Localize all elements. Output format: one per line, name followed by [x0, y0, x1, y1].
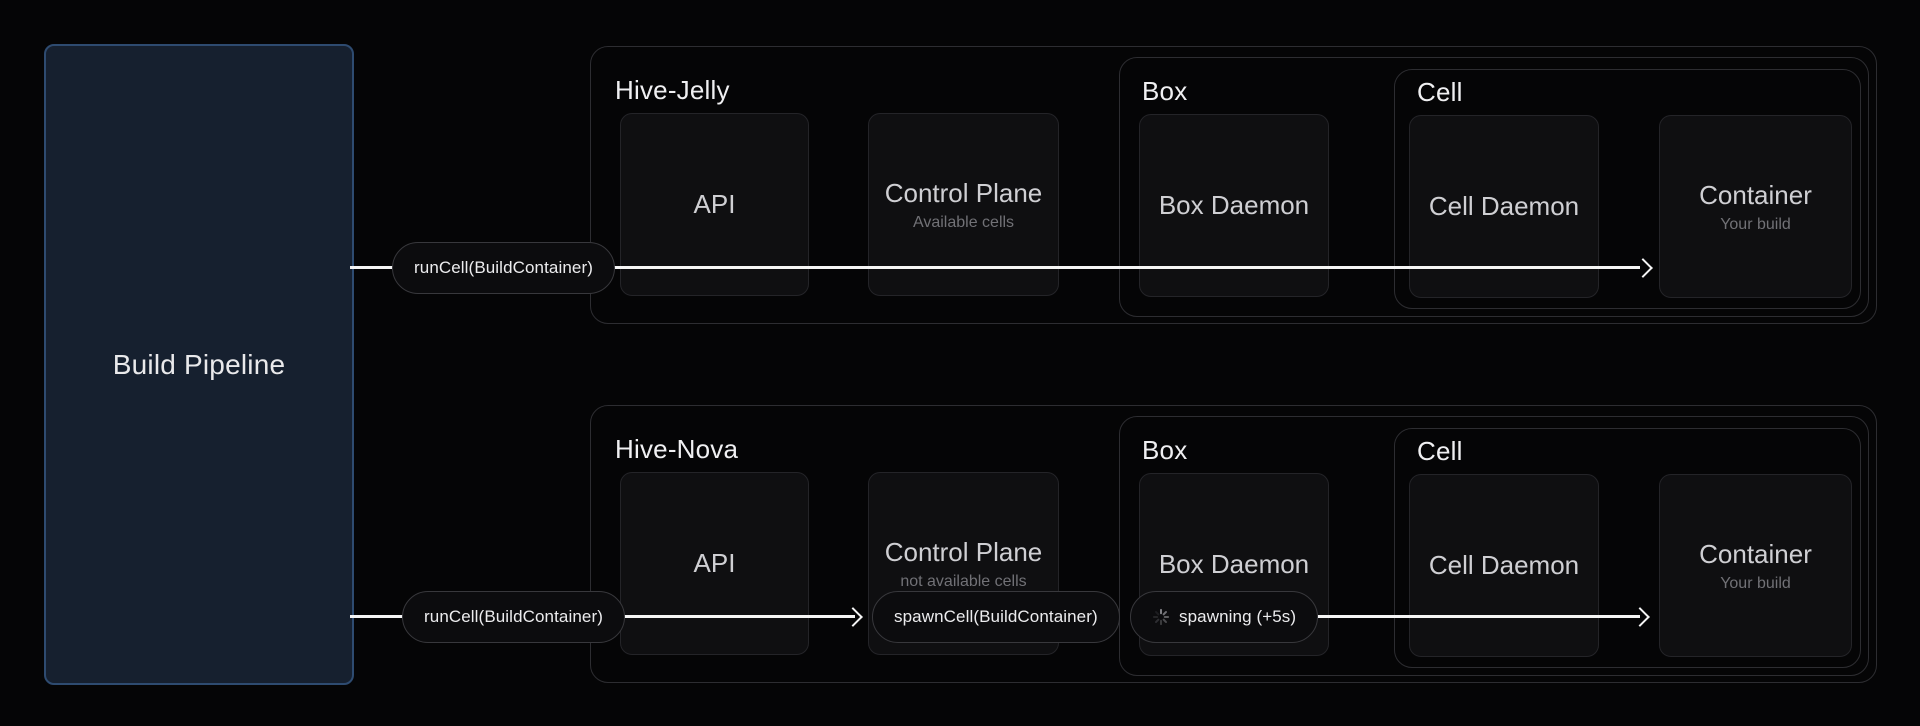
container-label: Container	[1699, 538, 1812, 569]
container-subtitle: Your build	[1720, 575, 1791, 593]
pill-label: runCell(BuildContainer)	[424, 607, 603, 626]
flow-line	[1318, 615, 1640, 618]
pill-label: spawnCell(BuildContainer)	[894, 607, 1098, 626]
api-node: API	[620, 113, 809, 296]
hive-jelly-title: Hive-Jelly	[615, 75, 730, 105]
control-plane-label: Control Plane	[884, 536, 1043, 567]
pill-spawning: spawning (+5s)	[1130, 591, 1319, 643]
pill-label: runCell(BuildContainer)	[414, 258, 593, 277]
box-group-title: Box	[1142, 435, 1188, 465]
cell-daemon-node: Cell Daemon	[1409, 474, 1599, 657]
control-plane-subtitle: not available cells	[900, 573, 1027, 591]
cell-daemon-node: Cell Daemon	[1409, 115, 1599, 298]
box-group: Box Box Daemon Cell Cell Daemon Containe…	[1119, 57, 1869, 317]
box-daemon-node: Box Daemon	[1139, 114, 1329, 297]
container-label: Container	[1699, 179, 1812, 210]
cell-group-title: Cell	[1417, 436, 1463, 466]
cell-daemon-label: Cell Daemon	[1428, 549, 1580, 580]
pill-runcell: runCell(BuildContainer)	[402, 591, 625, 643]
cell-group: Cell Cell Daemon Container Your build	[1394, 428, 1861, 668]
container-subtitle: Your build	[1720, 216, 1791, 234]
container-node: Container Your build	[1659, 115, 1852, 298]
box-daemon-label: Box Daemon	[1158, 189, 1310, 220]
api-label: API	[693, 188, 736, 219]
pill-label: spawning (+5s)	[1179, 607, 1297, 626]
cell-group: Cell Cell Daemon Container Your build	[1394, 69, 1861, 309]
box-daemon-label: Box Daemon	[1158, 548, 1310, 579]
build-pipeline-node: Build Pipeline	[44, 44, 354, 685]
box-group-title: Box	[1142, 76, 1188, 106]
cell-group-title: Cell	[1417, 77, 1463, 107]
box-group: Box Box Daemon Cell Cell Daemon Containe…	[1119, 416, 1869, 676]
cell-daemon-label: Cell Daemon	[1428, 190, 1580, 221]
control-plane-subtitle: Available cells	[912, 214, 1015, 232]
build-pipeline-label: Build Pipeline	[112, 348, 286, 380]
hive-nova-title: Hive-Nova	[615, 434, 739, 464]
control-plane-label: Control Plane	[884, 177, 1043, 208]
pill-spawncell: spawnCell(BuildContainer)	[872, 591, 1120, 643]
api-node: API	[620, 472, 809, 655]
hive-jelly-group: Hive-Jelly API Control Plane Available c…	[590, 46, 1877, 324]
api-label: API	[693, 547, 736, 578]
control-plane-node: Control Plane Available cells	[868, 113, 1059, 296]
container-node: Container Your build	[1659, 474, 1852, 657]
flow-line	[350, 266, 1640, 269]
pill-runcell: runCell(BuildContainer)	[392, 242, 615, 294]
spinner-icon	[1152, 608, 1170, 626]
